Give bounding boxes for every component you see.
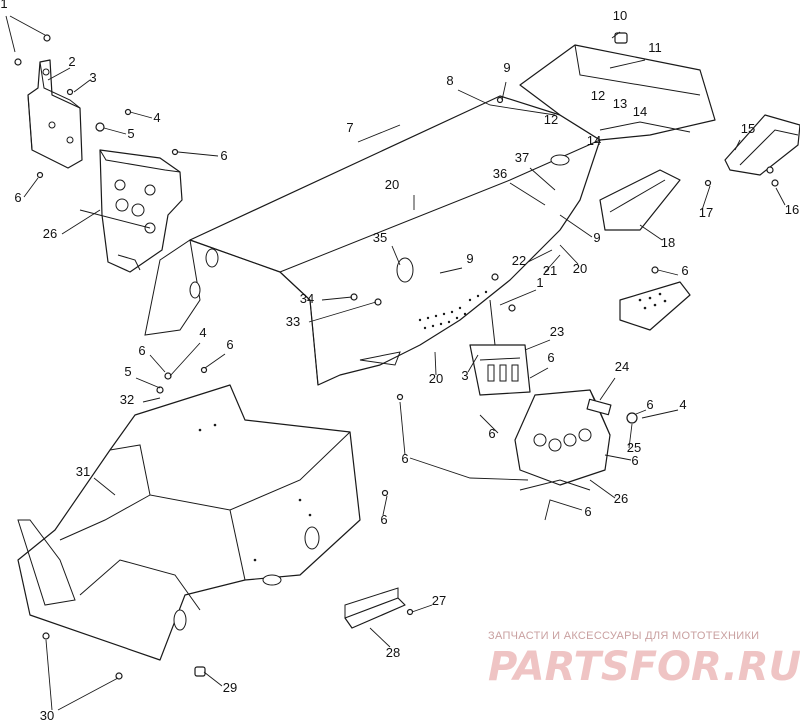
footrest-plate	[619, 281, 691, 331]
front-bulkhead	[17, 384, 361, 661]
callout-c15: 15	[741, 121, 755, 136]
callout-c20c: 20	[429, 371, 443, 386]
callout-c4b: 4	[199, 325, 206, 340]
callout-c16: 16	[785, 202, 799, 217]
callout-c21: 21	[543, 263, 557, 278]
callout-c14b: 14	[587, 133, 601, 148]
callout-c9c: 9	[466, 251, 473, 266]
callout-c6b: 6	[14, 190, 21, 205]
callout-c6k: 6	[380, 512, 387, 527]
callout-c1: 1	[0, 0, 7, 11]
callout-c7: 7	[346, 120, 353, 135]
callout-c37: 37	[515, 150, 529, 165]
left-side-plate-upper	[79, 149, 183, 273]
callout-c9b: 9	[593, 230, 600, 245]
callout-c6a: 6	[220, 148, 227, 163]
callout-c25: 25	[627, 440, 641, 455]
main-tunnel	[144, 95, 601, 386]
callout-c4c: 4	[679, 397, 686, 412]
callout-c24: 24	[615, 359, 629, 374]
callout-c30: 30	[40, 708, 54, 723]
callout-c5b: 5	[124, 364, 131, 379]
callout-c12a: 12	[591, 88, 605, 103]
watermark-logo-for: FOR.RU	[630, 644, 800, 690]
watermark-logo-parts: PARTS	[488, 644, 630, 690]
callout-c32: 32	[120, 392, 134, 407]
callout-c6c: 6	[681, 263, 688, 278]
callout-c6g: 6	[646, 397, 653, 412]
callout-c27: 27	[432, 593, 446, 608]
callout-c22: 22	[512, 253, 526, 268]
callout-c35: 35	[373, 230, 387, 245]
callout-c34: 34	[300, 291, 314, 306]
angle-bracket	[344, 587, 406, 629]
callout-c8: 8	[446, 73, 453, 88]
tunnel-vent-holes	[418, 290, 488, 330]
callout-c1b: 1	[536, 275, 543, 290]
callout-c31: 31	[76, 464, 90, 479]
callout-c17: 17	[699, 205, 713, 220]
fastener-icons	[14, 32, 779, 680]
watermark: ЗАПЧАСТИ И АКСЕССУАРЫ ДЛЯ МОТОТЕХНИКИ PA…	[488, 630, 800, 690]
callout-c2: 2	[68, 54, 75, 69]
rear-panel	[519, 44, 716, 141]
callout-c6e: 6	[226, 337, 233, 352]
callout-c18: 18	[661, 235, 675, 250]
callout-c3: 3	[89, 70, 96, 85]
callout-c6h: 6	[488, 426, 495, 441]
callout-c6d: 6	[138, 343, 145, 358]
callout-c11: 11	[648, 40, 662, 55]
watermark-logo: PARTSFOR.RU	[488, 644, 800, 690]
callout-c28: 28	[386, 645, 400, 660]
small-bracket	[586, 398, 612, 416]
center-bracket	[469, 299, 531, 396]
callout-c13: 13	[613, 96, 627, 111]
callout-c3b: 3	[461, 368, 468, 383]
callout-c6i: 6	[401, 451, 408, 466]
watermark-tagline: ЗАПЧАСТИ И АКСЕССУАРЫ ДЛЯ МОТОТЕХНИКИ	[488, 630, 759, 642]
callout-c20b: 20	[573, 261, 587, 276]
callout-c5: 5	[127, 126, 134, 141]
callout-c6l: 6	[584, 504, 591, 519]
right-side-rail	[599, 169, 681, 231]
callout-c6f: 6	[547, 350, 554, 365]
callout-c23: 23	[550, 324, 564, 339]
callout-c20a: 20	[385, 177, 399, 192]
rear-bumper-rail	[724, 114, 800, 176]
callout-c6j: 6	[631, 453, 638, 468]
callout-c36: 36	[493, 166, 507, 181]
leader-lines	[5, 15, 786, 711]
callout-c9a: 9	[503, 60, 510, 75]
callout-c14a: 14	[633, 104, 647, 119]
callout-c26b: 26	[614, 491, 628, 506]
callout-c29: 29	[223, 680, 237, 695]
callout-c12b: 12	[544, 112, 558, 127]
right-side-plate-lower	[514, 389, 611, 491]
callout-c10: 10	[613, 8, 627, 23]
callout-c4: 4	[153, 110, 160, 125]
left-mounting-bracket	[27, 59, 83, 169]
callout-c33: 33	[286, 314, 300, 329]
callout-c26a: 26	[43, 226, 57, 241]
